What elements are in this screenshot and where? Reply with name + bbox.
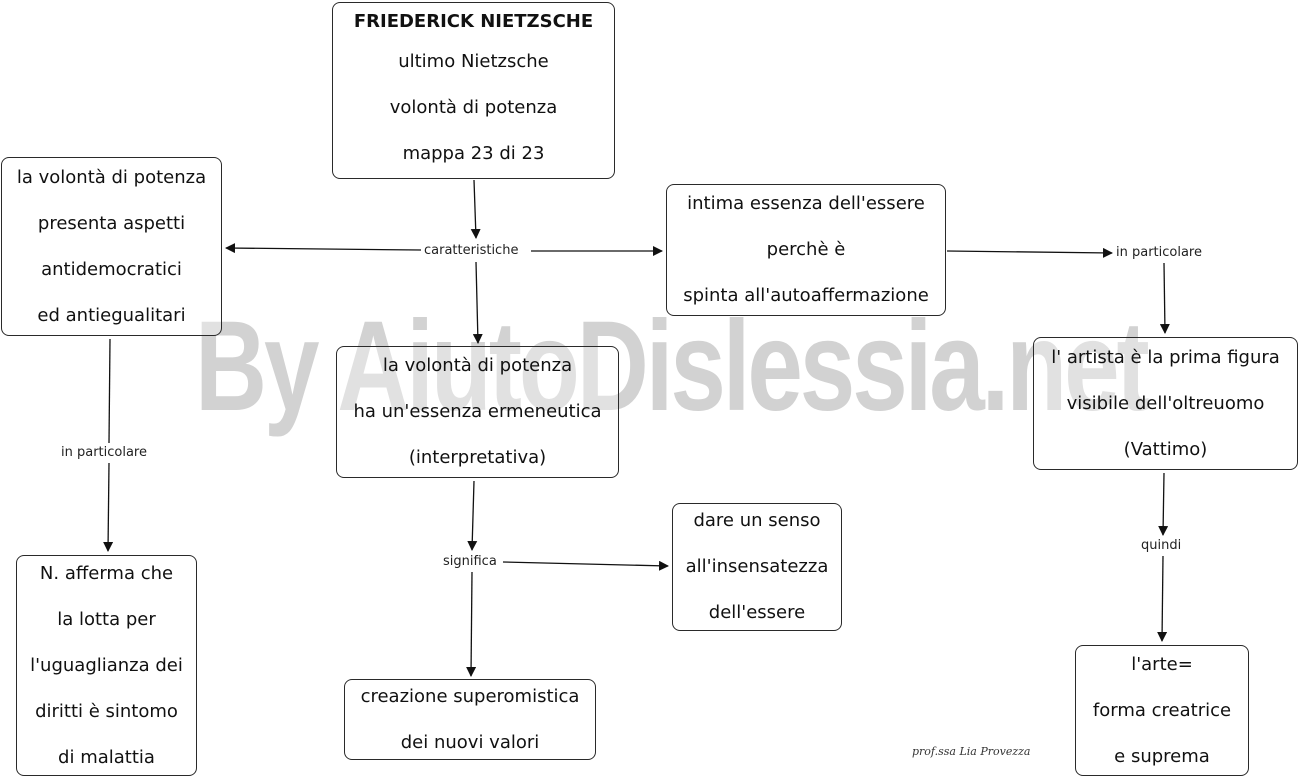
node-meaning-line: dell'essere — [708, 602, 806, 623]
node-equality-line: diritti è sintomo — [35, 700, 178, 722]
edge-artist-to-therefore — [1158, 472, 1169, 536]
node-essence-line: spinta all'autoaffermazione — [683, 285, 929, 306]
node-equality-line: di malattia — [58, 746, 155, 768]
node-artist-line: visibile dell'oltreuomo — [1066, 392, 1265, 414]
edge-aspects-to-in-particular — [108, 338, 111, 444]
node-title-line: ultimo Nietzsche — [398, 50, 549, 72]
node-art: l'arte= forma creatrice e suprema — [1075, 645, 1249, 776]
label-in-particular-right: in particolare — [1113, 244, 1205, 262]
node-title-line: volontà di potenza — [389, 96, 558, 118]
node-equality: N. afferma che la lotta per l'uguaglianz… — [16, 555, 197, 776]
node-aspects-line: la volontà di potenza — [16, 166, 207, 188]
label-therefore: quindi — [1138, 537, 1185, 555]
label-characteristics: caratteristiche — [421, 242, 522, 260]
edge-in-particular-to-equality — [103, 462, 114, 552]
node-essence-line: perchè è — [766, 239, 846, 260]
edge-means-to-values — [466, 571, 477, 677]
edge-in-particular-to-artist — [1159, 262, 1170, 334]
node-aspects-line: antidemocratici — [41, 258, 182, 280]
node-equality-line: l'uguaglianza dei — [30, 654, 183, 676]
edge-title-to-characteristics — [470, 179, 481, 239]
edge-means-to-meaning — [502, 560, 669, 571]
node-art-line: e suprema — [1114, 745, 1210, 767]
node-artist-line: (Vattimo) — [1123, 438, 1208, 460]
node-title-line: mappa 23 di 23 — [402, 142, 545, 164]
node-artist-line: l' artista è la prima figura — [1051, 346, 1280, 368]
node-artist: l' artista è la prima figura visibile de… — [1033, 337, 1298, 470]
label-in-particular-left: in particolare — [58, 444, 150, 462]
node-aspects-line: presenta aspetti — [37, 212, 186, 234]
node-aspects: la volontà di potenza presenta aspetti a… — [1, 157, 222, 336]
node-aspects-line: ed antiegualitari — [37, 304, 186, 326]
node-hermeneutic-line: (interpretativa) — [408, 447, 547, 468]
author-signature: prof.ssa Lia Provezza — [912, 745, 1031, 758]
node-values: creazione superomistica dei nuovi valori — [344, 679, 596, 760]
node-hermeneutic-line: ha un'essenza ermeneutica — [353, 401, 602, 422]
node-equality-line: N. afferma che — [39, 562, 174, 584]
edge-characteristics-to-hermeneutic — [472, 261, 483, 344]
node-values-line: dei nuovi valori — [400, 731, 540, 753]
node-title-heading: FRIEDERICK NIETZSCHE — [353, 10, 594, 32]
node-title: FRIEDERICK NIETZSCHE ultimo Nietzsche vo… — [332, 2, 615, 179]
node-meaning: dare un senso all'insensatezza dell'esse… — [672, 503, 842, 631]
node-hermeneutic: la volontà di potenza ha un'essenza erme… — [336, 346, 619, 478]
label-means: significa — [440, 553, 500, 571]
node-meaning-line: all'insensatezza — [685, 556, 829, 577]
node-hermeneutic-line: la volontà di potenza — [382, 355, 573, 376]
node-essence-line: intima essenza dell'essere — [687, 193, 925, 214]
node-art-line: forma creatrice — [1092, 699, 1232, 721]
node-essence: intima essenza dell'essere perchè è spin… — [666, 184, 946, 316]
node-art-line: l'arte= — [1131, 653, 1193, 675]
node-equality-line: la lotta per — [57, 608, 156, 630]
edge-hermeneutic-to-means — [467, 480, 478, 551]
edge-therefore-to-art — [1157, 555, 1168, 642]
edge-characteristics-to-aspects — [225, 243, 422, 254]
node-values-line: creazione superomistica — [360, 685, 580, 707]
edge-essence-to-in-particular — [946, 247, 1113, 258]
node-meaning-line: dare un senso — [693, 510, 821, 531]
